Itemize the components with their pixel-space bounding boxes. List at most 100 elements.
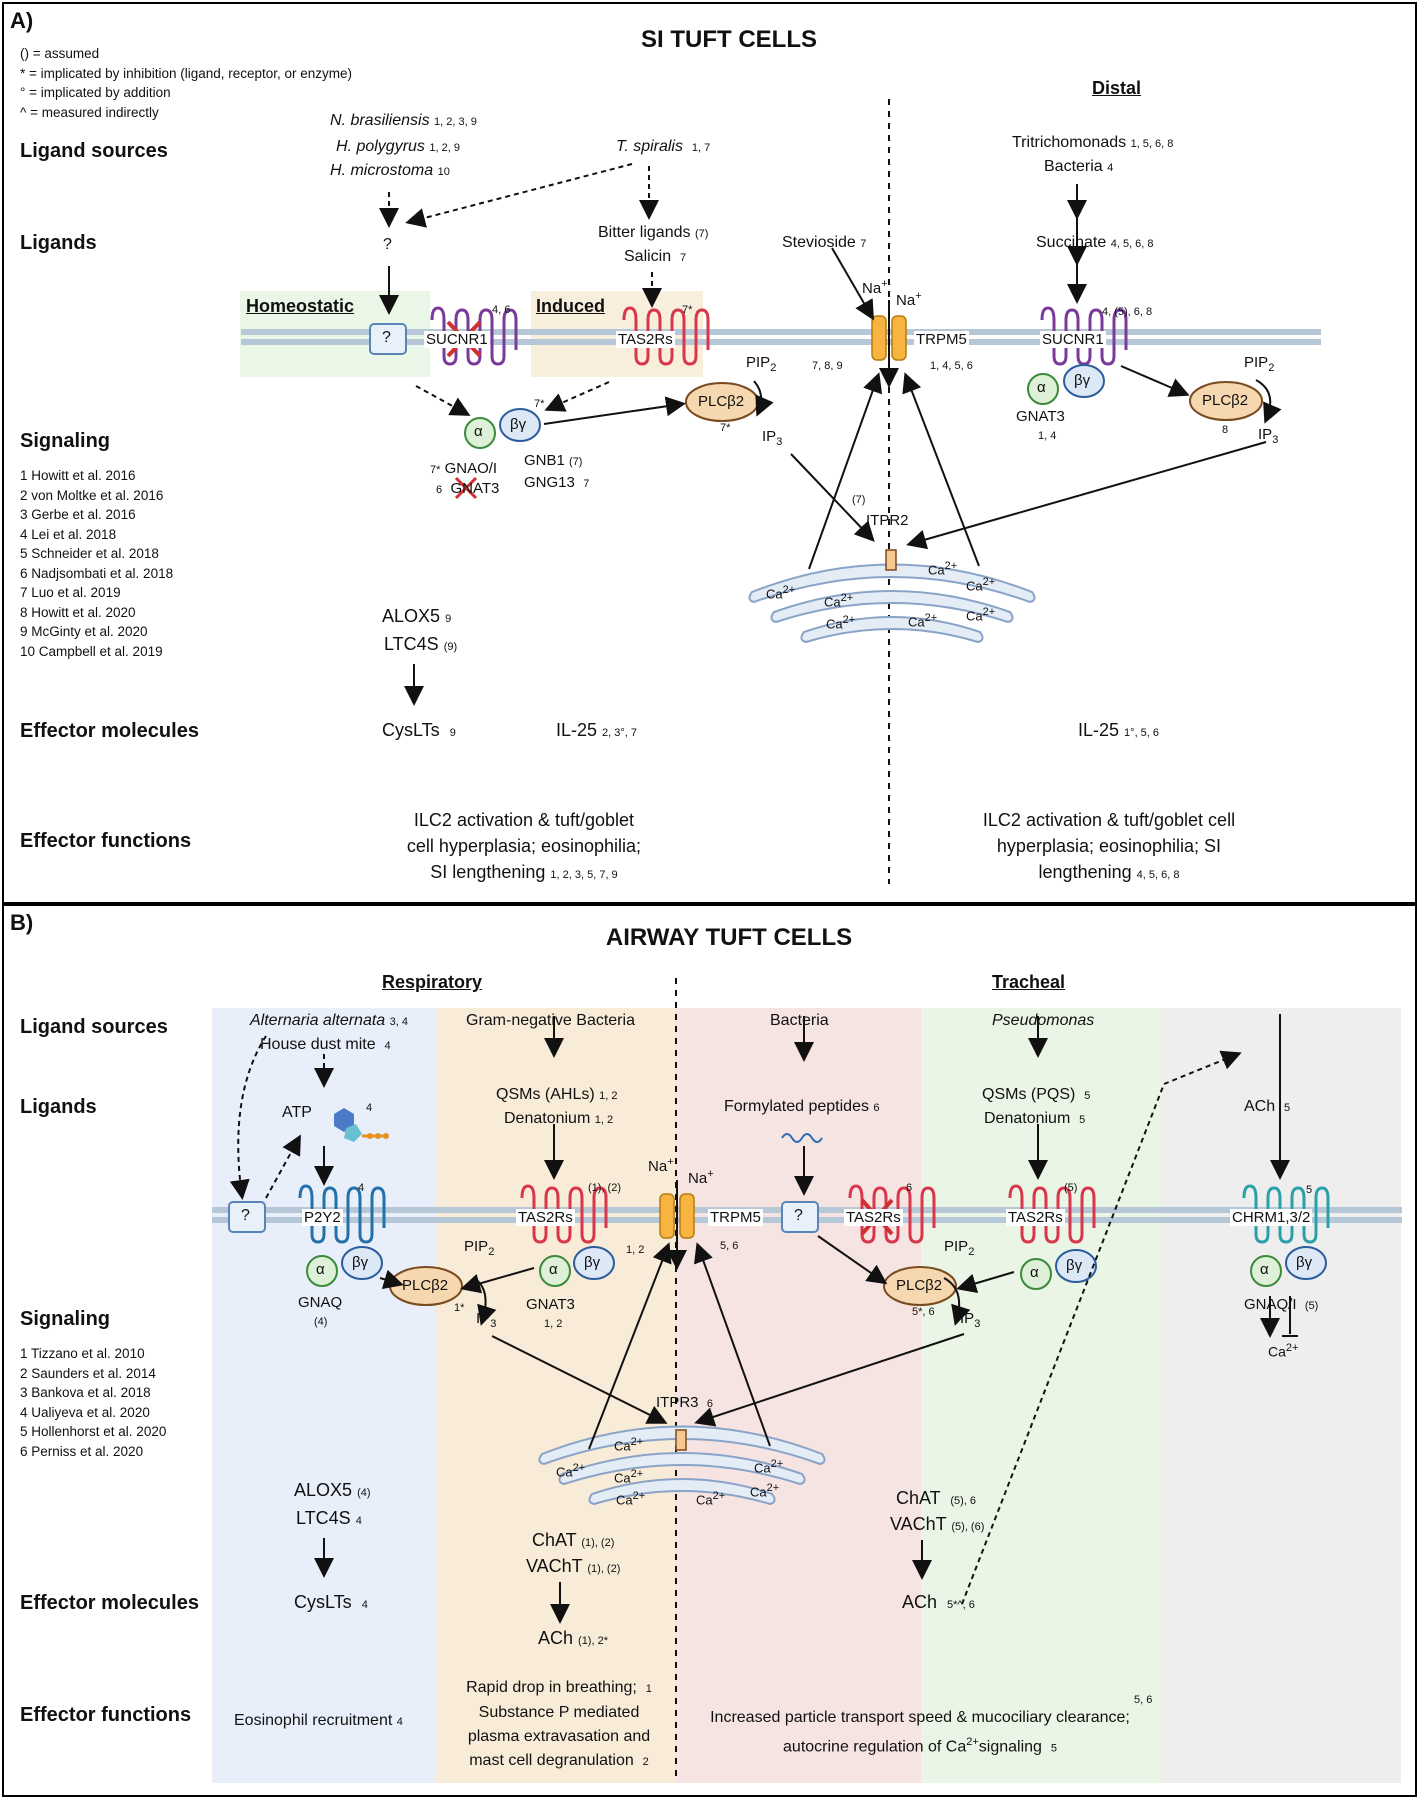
- panel-a-references: 1 Howitt et al. 2016 2 von Moltke et al.…: [20, 466, 173, 661]
- induced-heading: Induced: [536, 296, 606, 316]
- ligand-atp: ATP: [282, 1104, 312, 1121]
- reference-item: 2 von Moltke et al. 2016: [20, 487, 164, 503]
- pip2-left: PIP2: [464, 1238, 495, 1258]
- panel-a-letter: A): [10, 8, 34, 33]
- alox5-label: ALOX5 (4): [294, 1480, 371, 1500]
- ip3-left: IP3: [476, 1310, 497, 1330]
- plcb2-right-refs: 8: [1222, 424, 1229, 436]
- ach-1-label: ACh (1), 2*: [538, 1628, 608, 1648]
- gnb1-label: GNB1 (7): [524, 452, 583, 469]
- tas2rs-crossed-refs: 6: [906, 1182, 913, 1194]
- chat-2-label: ChAT (5), 6: [896, 1488, 977, 1508]
- reference-item: 1 Howitt et al. 2016: [20, 468, 136, 483]
- g-betagamma-tas2r2: [1055, 1249, 1097, 1283]
- legend-item: () = assumed: [20, 46, 100, 61]
- source-tritrichomonads: Tritrichomonads 1, 5, 6, 8: [1012, 134, 1174, 151]
- gng13-label: GNG13 7: [524, 474, 590, 491]
- sucnr1-left-refs: 4, 6: [492, 304, 511, 316]
- itpr3-channel: [675, 1429, 687, 1451]
- reference-item: 5 Schneider et al. 2018: [20, 546, 159, 561]
- endoplasmic-reticulum-a: [748, 563, 1036, 644]
- ligand-denatonium-2: Denatonium 5: [984, 1110, 1086, 1127]
- na-ion-left: Na+: [648, 1156, 674, 1175]
- gnat3-refs: 1, 2: [544, 1318, 563, 1330]
- panel-b-letter: B): [10, 910, 34, 935]
- source-h-polygyrus: H. polygyrus 1, 2, 9: [336, 138, 460, 155]
- ltc4s-label: LTC4S (9): [384, 634, 458, 654]
- plcb2-left-refs: 7*: [720, 422, 731, 434]
- row-label-effector-molecules: Effector molecules: [20, 1592, 199, 1614]
- plcb2-left-label: PLCβ2: [698, 393, 745, 410]
- calcium-ion: Ca2+: [966, 606, 996, 624]
- function-eosinophil: Eosinophil recruitment 4: [234, 1712, 403, 1729]
- distal-heading: Distal: [1092, 78, 1142, 98]
- reference-item: 2 Saunders et al. 2014: [20, 1365, 156, 1381]
- reference-item: 6 Nadjsombati et al. 2018: [20, 565, 174, 581]
- plcb2-right-refs: 5*, 6: [912, 1306, 935, 1318]
- pip2-right: PIP2: [944, 1238, 975, 1258]
- betagamma-label: βγ: [1296, 1254, 1313, 1271]
- g-betagamma-chrm: [1285, 1246, 1327, 1280]
- calcium-ion: Ca2+: [908, 612, 938, 630]
- legend-item: * = implicated by inhibition (ligand, re…: [20, 65, 353, 81]
- gnat3-right-label: GNAT3: [1016, 408, 1065, 425]
- tas2rs-1-refs: (1), (2): [588, 1182, 621, 1194]
- reference-item: 3 Gerbe et al. 2016: [20, 507, 136, 522]
- tas2rs-refs: 7*: [682, 304, 693, 316]
- homeostatic-heading: Homeostatic: [246, 296, 355, 316]
- calcium-ion: Ca2+: [696, 1490, 726, 1508]
- g-alpha-tas2r2: [1020, 1258, 1052, 1290]
- row-label-ligands: Ligands: [20, 232, 97, 254]
- tas2rs-2-label: TAS2Rs: [1006, 1209, 1065, 1227]
- source-bacteria: Bacteria: [770, 1012, 829, 1029]
- na-ion-left: Na+: [862, 278, 888, 297]
- reference-item: 4 Ualiyeva et al. 2020: [20, 1404, 150, 1420]
- row-label-signaling: Signaling: [20, 430, 110, 452]
- gnat3-label: GNAT3: [526, 1296, 575, 1313]
- trpm5-channel-a: [871, 315, 907, 361]
- panel-a: A) SI TUFT CELLS () = assumed * = implic…: [2, 2, 1417, 904]
- function-mucociliary-refs: 5, 6: [1134, 1694, 1153, 1706]
- ligand-salicin: Salicin 7: [624, 248, 687, 265]
- row-label-signaling: Signaling: [20, 1308, 110, 1330]
- ltc4s-label: LTC4S 4: [296, 1508, 362, 1528]
- calcium-ion: Ca2+: [614, 1436, 644, 1454]
- alpha-label: α: [1260, 1261, 1269, 1278]
- g-betagamma-left: [499, 408, 541, 442]
- unknown-receptor-box-2: [781, 1201, 819, 1233]
- membrane-lower: [241, 339, 1321, 345]
- gnao-label: 7* GNAO/I: [430, 460, 498, 477]
- reference-item: 5 Hollenhorst et al. 2020: [20, 1424, 167, 1439]
- source-bacteria: Bacteria 4: [1044, 158, 1114, 175]
- betagamma-label-right: βγ: [1074, 372, 1091, 389]
- plcb2-left-refs: 1*: [454, 1302, 465, 1314]
- unknown-receptor-label: ?: [241, 1207, 250, 1224]
- na-ion-right: Na+: [896, 290, 922, 309]
- panel-a-title: SI TUFT CELLS: [641, 26, 817, 53]
- panel-a-legend: () = assumed * = implicated by inhibitio…: [20, 44, 352, 122]
- reference-item: 8 Howitt et al. 2020: [20, 604, 136, 620]
- chrm-refs: 5: [1306, 1184, 1313, 1196]
- g-betagamma-right: [1063, 364, 1105, 398]
- panel-b-diagram: [212, 978, 1402, 1776]
- g-alpha-tas2r: [539, 1255, 571, 1287]
- ligand-ach: ACh 5: [1244, 1098, 1291, 1115]
- alpha-label: α: [1030, 1264, 1039, 1281]
- betagamma-label: βγ: [584, 1254, 601, 1271]
- tracheal-heading: Tracheal: [992, 972, 1066, 992]
- ip3-right: IP3: [960, 1310, 981, 1330]
- alpha-label: α: [316, 1261, 325, 1278]
- source-n-brasiliensis: N. brasiliensis 1, 2, 3, 9: [330, 112, 477, 129]
- pip2-left: PIP2: [746, 354, 777, 374]
- membrane-upper: [241, 329, 1321, 335]
- row-label-ligand-sources: Ligand sources: [20, 140, 168, 162]
- unknown-receptor-label: ?: [382, 329, 391, 346]
- g-alpha-right: [1027, 373, 1059, 405]
- source-alternaria: Alternaria alternata 3, 4: [250, 1012, 408, 1029]
- ligand-formylated-peptides: Formylated peptides 6: [724, 1098, 880, 1115]
- legend-item: ° = implicated by addition: [20, 85, 171, 100]
- ligand-unknown: ?: [383, 236, 392, 253]
- chrm-label: CHRM1,3/2: [1230, 1209, 1313, 1227]
- alpha-label: α: [549, 1261, 558, 1278]
- effector-function-left: ILC2 activation & tuft/goblet cell hyper…: [406, 810, 642, 882]
